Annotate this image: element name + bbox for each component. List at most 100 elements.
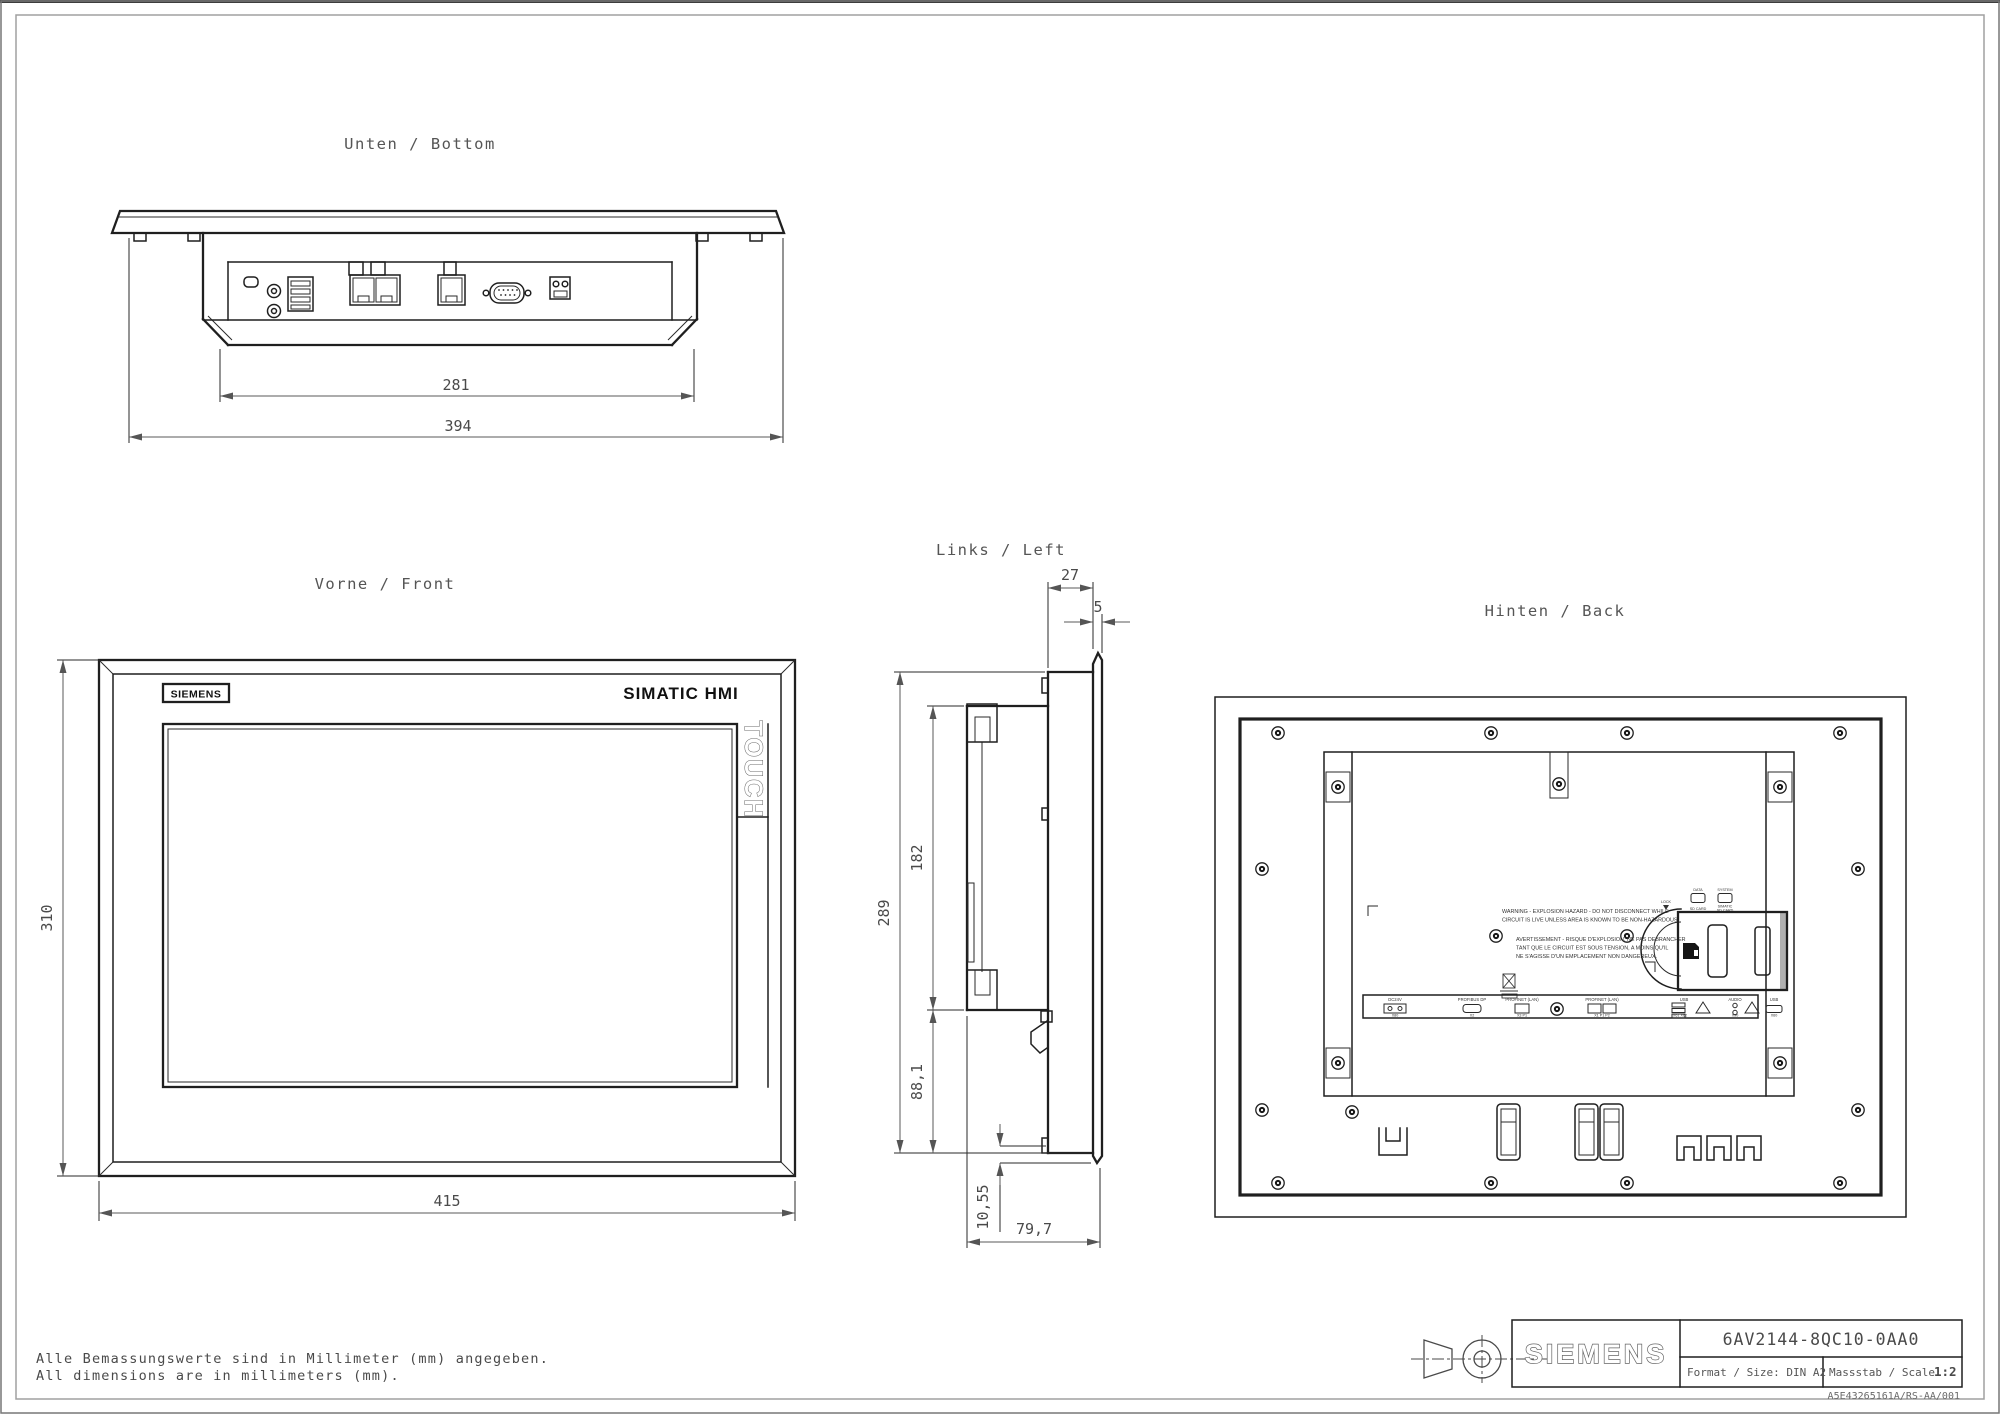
sd-slot-1 [1707, 924, 1728, 978]
view-left-title: Links / Left [936, 541, 1066, 559]
port-power-id: X80 [1392, 1014, 1399, 1018]
rail-block [1040, 1010, 1053, 1023]
dimension-notes: Alle Bemassungswerte sind in Millimeter … [36, 1351, 549, 1384]
siemens-logo-box [161, 682, 231, 704]
touch-label: TOUCH [739, 721, 767, 819]
dimension-415: 415 [433, 1192, 460, 1210]
mini-usb-port [243, 276, 259, 288]
back-cover [1238, 717, 1883, 1197]
warning-fr-line1: AVERTISSEMENT - RISQUE D'EXPLOSION. NE P… [1516, 937, 1686, 943]
warning-fr-line3: NE S'AGISSE D'UN EMPLACEMENT NON DANGERE… [1516, 954, 1657, 960]
dimension-310: 310 [38, 904, 56, 931]
housing-tab [1041, 807, 1049, 821]
siemens-logo: SIEMENS [171, 689, 222, 701]
dimension-289: 289 [875, 899, 893, 926]
system-card-sub2: SD CARD [1717, 909, 1734, 913]
sd-slot-2 [1754, 926, 1771, 976]
scale-label: Massstab / Scale: [1829, 1366, 1942, 1379]
connector-cover-single [1496, 1103, 1521, 1161]
port-profinet1-id: X3 P1 [1517, 1014, 1527, 1018]
mounting-clip-slot [187, 232, 201, 242]
view-bottom-title: Unten / Bottom [344, 135, 496, 153]
siemens-titleblock-logo: SIEMENS [1525, 1339, 1668, 1369]
lock-arrow-icon [1663, 905, 1669, 910]
port-profinet2-label: PROFINET (LAN) [1585, 997, 1619, 1002]
mounting-plate [1323, 751, 1795, 1097]
view-left: Links / Left 27 5 289 [875, 541, 1130, 1248]
warning-triangle-icon [1695, 1001, 1711, 1014]
part-number: 6AV2144-8QC10-0AA0 [1723, 1330, 1920, 1349]
bezel-flange [110, 209, 786, 235]
serial-db9-port [482, 282, 532, 304]
dimension-182: 182 [908, 844, 926, 871]
data-card-label: DATA [1693, 888, 1703, 892]
dimension-10-55: 10,55 [974, 1184, 992, 1229]
port-usb-label: USB [1680, 997, 1689, 1002]
ethernet-port [437, 261, 466, 306]
front-plate-profile [1091, 650, 1104, 1166]
view-back: Hinten / Back WARNING - EXPLOSION HAZARD… [1214, 602, 1907, 1218]
comb-bracket [1676, 1135, 1762, 1161]
drawing-frame [15, 14, 1985, 1400]
view-front-title: Vorne / Front [315, 575, 456, 593]
connector-strip: DC24V X80 PROFIBUS DP X2 PROFINET (LAN) … [1362, 994, 1783, 1019]
view-back-title: Hinten / Back [1485, 602, 1626, 620]
lock-label: LOCK [1661, 900, 1672, 904]
card-reader-body [1676, 910, 1789, 992]
simatic-hmi-label: SIMATIC HMI [623, 684, 739, 703]
back-outer [1214, 696, 1907, 1218]
warning-triangle-icon [1744, 1001, 1760, 1014]
view-bottom: Unten / Bottom [110, 135, 786, 443]
port-usb2-id: X60 [1771, 1014, 1778, 1018]
note-en: All dimensions are in millimeters (mm). [36, 1368, 400, 1384]
projection-symbol [1411, 1335, 1549, 1383]
port-profinet2-id: X1 P1 P2 [1594, 1014, 1610, 1018]
mounting-clip-slot [749, 232, 763, 242]
door-hinge-strip [1780, 913, 1787, 989]
title-block: SIEMENS 6AV2144-8QC10-0AA0 Format / Size… [1411, 1319, 1963, 1402]
weee-bin-icon [1500, 973, 1518, 999]
data-card-sub: SD CARD [1690, 907, 1707, 911]
housing-tab [1041, 677, 1049, 694]
dimension-394: 394 [444, 417, 471, 435]
warning-en-line2: CIRCUIT IS LIVE UNLESS AREA IS KNOWN TO … [1502, 918, 1679, 924]
dimension-79-7: 79,7 [1016, 1220, 1052, 1238]
document-number: A5E43265161A/RS-AA/001 [1828, 1391, 1960, 1402]
audio-jacks [266, 283, 282, 319]
dimension-88-1: 88,1 [908, 1064, 926, 1100]
front-bezel-outer [97, 658, 797, 1178]
mounting-clip-slot [133, 232, 147, 242]
front-bezel-inner [112, 673, 782, 1163]
view-front: Vorne / Front SIEMENS SIMATIC HMI TOUCH … [38, 575, 797, 1221]
power-connector [549, 276, 571, 300]
mounting-clip-top [966, 703, 998, 743]
mounting-clip-bottom [966, 969, 998, 1011]
usb-port-stack [287, 276, 314, 312]
warning-fr-line2: TANT QUE LE CIRCUIT EST SOUS TENSION, A … [1516, 946, 1668, 952]
port-usb-id: X61 X62 [1673, 1014, 1687, 1018]
system-card-label: SYSTEM [1717, 888, 1732, 892]
din-hook [1030, 1019, 1049, 1054]
port-power-label: DC24V [1388, 997, 1402, 1002]
system-card-sub1: SIMATIC [1718, 905, 1733, 909]
port-profibus-id: X2 [1470, 1014, 1475, 1018]
connector-cover-double [1574, 1103, 1624, 1161]
port-profibus-label: PROFIBUS DP [1458, 997, 1487, 1002]
ethernet-dual-port [348, 261, 401, 306]
dimension-27: 27 [1061, 566, 1079, 584]
format-label: Format / Size: DIN A2 [1687, 1366, 1826, 1379]
scale-value: 1:2 [1934, 1364, 1957, 1379]
label-slot [967, 882, 975, 963]
port-usb2-label: USB [1770, 997, 1779, 1002]
port-profinet1-label: PROFINET (LAN) [1505, 997, 1539, 1002]
dimension-281: 281 [442, 376, 469, 394]
port-audio-id: X90 [1732, 1014, 1739, 1018]
warning-en-line1: WARNING - EXPLOSION HAZARD - DO NOT DISC… [1502, 909, 1669, 915]
touchscreen-area [161, 722, 739, 1089]
cable-clamp [1378, 1127, 1408, 1156]
note-de: Alle Bemassungswerte sind in Millimeter … [36, 1351, 549, 1367]
sd-card-door: LOCK DATA SD CARD SYSTEM SIMATIC SD CARD [1640, 888, 1789, 992]
